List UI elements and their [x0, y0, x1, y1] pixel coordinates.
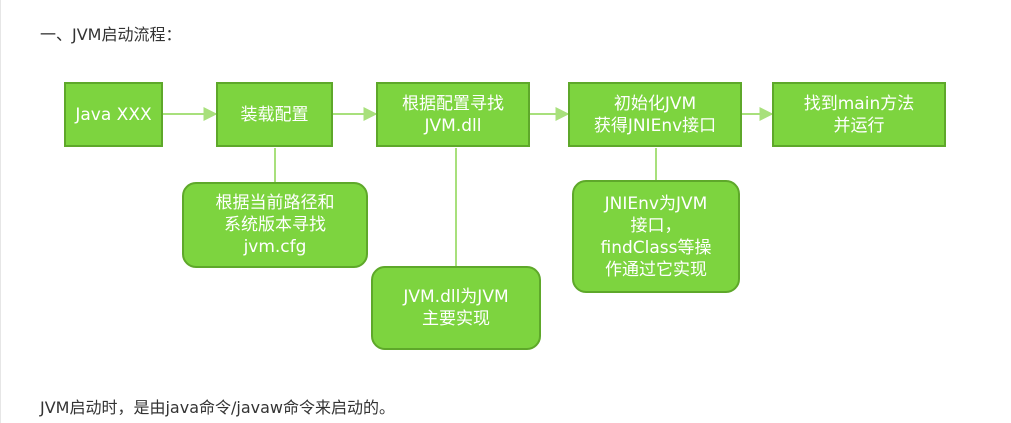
note-jnienv-interface: JNIEnv为JVM 接口， findClass等操 作通过它实现: [572, 180, 740, 293]
flow-step-init-jvm: 初始化JVM 获得JNIEnv接口: [568, 82, 742, 147]
flow-step-find-jvm-dll: 根据配置寻找 JVM.dll: [376, 82, 530, 147]
section-heading: 一、JVM启动流程：: [40, 25, 182, 44]
flow-step-java-command: Java XXX: [64, 82, 163, 147]
note-find-jvm-cfg: 根据当前路径和 系统版本寻找 jvm.cfg: [182, 182, 368, 268]
flow-step-load-config: 装载配置: [216, 82, 333, 147]
left-border: [0, 0, 1, 423]
note-jvm-dll-implementation: JVM.dll为JVM 主要实现: [371, 266, 541, 350]
flow-step-find-main: 找到main方法 并运行: [772, 82, 946, 147]
footer-text: JVM启动时，是由java命令/javaw命令来启动的。: [40, 398, 395, 417]
